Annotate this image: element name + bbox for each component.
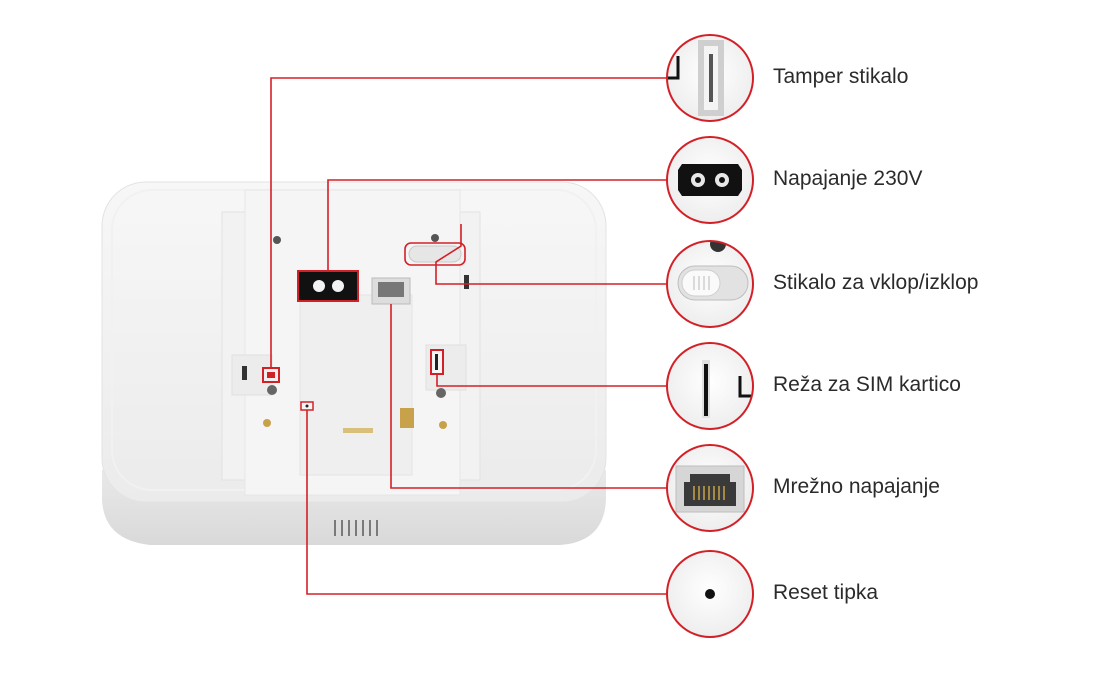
toggle-switch-icon	[677, 241, 749, 301]
power-socket-icon	[678, 164, 742, 196]
reset-button-icon	[705, 589, 715, 599]
detail-circle-lan	[666, 444, 754, 532]
leader-lan	[390, 304, 667, 489]
device-body	[101, 181, 607, 545]
tamper-switch-icon	[667, 40, 724, 116]
label-tamper-switch: Tamper stikalo	[773, 65, 909, 88]
label-reset-button: Reset tipka	[773, 581, 879, 604]
leader-lines	[270, 77, 667, 595]
sim-slot-icon	[702, 360, 753, 418]
detail-circle-sim	[666, 342, 754, 430]
leader-power	[327, 179, 667, 271]
label-on-off-switch: Stikalo za vklop/izklop	[773, 271, 979, 294]
detail-circle-reset	[666, 550, 754, 638]
leader-onoff	[435, 224, 667, 285]
leader-reset	[306, 410, 667, 595]
leader-sim	[436, 374, 667, 387]
label-power-230v: Napajanje 230V	[773, 167, 923, 190]
detail-circle-onoff	[666, 240, 754, 328]
detail-circle-tamper	[666, 34, 754, 122]
detail-circle-power	[666, 136, 754, 224]
highlight-onoff	[404, 242, 466, 266]
vent-grill	[334, 520, 378, 536]
label-network-power: Mrežno napajanje	[773, 475, 940, 498]
leader-tamper	[270, 77, 667, 368]
label-sim-slot: Reža za SIM kartico	[773, 373, 961, 396]
ethernet-port-icon	[675, 465, 745, 513]
